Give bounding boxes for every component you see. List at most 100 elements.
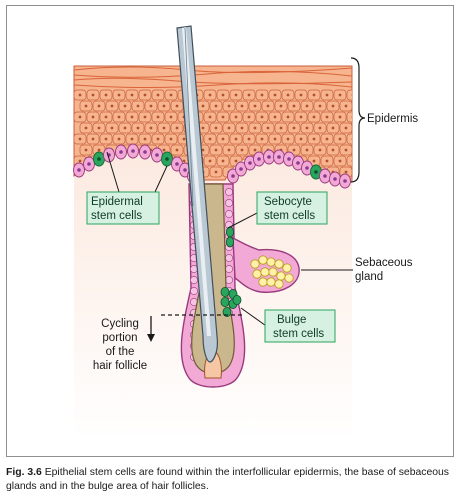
bulge-stem-cell	[220, 296, 230, 307]
cycling-arrow-head	[147, 334, 155, 342]
epidermal-nucleus	[325, 159, 329, 163]
epidermal-nucleus	[162, 148, 166, 152]
cycling-label-line2: portion	[102, 332, 137, 344]
epidermal-nucleus	[91, 115, 95, 119]
basal-nucleus	[87, 162, 91, 166]
figure-frame: Epidermis Epidermal stem cells Sebocyte …	[6, 5, 454, 457]
stem-cells	[220, 226, 242, 317]
epidermal-nucleus	[156, 137, 160, 141]
epidermal-nucleus	[338, 137, 342, 141]
sheath-cell-right	[225, 210, 233, 218]
epidermal-nucleus	[292, 148, 296, 152]
epidermis-label: Epidermis	[367, 113, 418, 125]
epidermal-nucleus	[84, 104, 88, 108]
basal-layer	[73, 143, 351, 189]
epidermal-nucleus	[240, 126, 244, 130]
sebocyte	[276, 271, 286, 281]
sebocyte	[252, 269, 262, 279]
epidermal-nucleus	[273, 93, 277, 97]
epidermal-nucleus	[325, 115, 329, 119]
epidermal-nucleus	[214, 104, 218, 108]
basal-nucleus	[119, 150, 123, 154]
sebaceous-gland-label-line1: Sebaceous	[355, 257, 413, 269]
epidermal-nucleus	[214, 126, 218, 130]
epidermal-nucleus	[299, 115, 303, 119]
epidermal-nucleus	[234, 115, 238, 119]
basal-nucleus	[257, 157, 261, 161]
epidermal-nucleus	[84, 148, 88, 152]
epidermal-nucleus	[312, 93, 316, 97]
epidermal-nucleus	[253, 104, 257, 108]
epidermal-nucleus	[169, 137, 173, 141]
epidermal-nucleus	[130, 93, 134, 97]
epidermal-nucleus	[312, 159, 316, 163]
basal-nucleus	[277, 155, 281, 159]
epidermal-nucleus	[331, 104, 335, 108]
epidermal-nucleus	[123, 126, 127, 130]
epidermal-nucleus	[266, 104, 270, 108]
epidermal-nucleus	[208, 115, 212, 119]
figure-number: Fig. 3.6	[6, 467, 42, 478]
epidermal-nucleus	[299, 93, 303, 97]
epidermal-nucleus	[247, 137, 251, 141]
sebocyte	[284, 273, 294, 283]
sebocyte	[268, 267, 278, 277]
epidermal-nucleus	[260, 115, 264, 119]
basal-nucleus	[175, 162, 179, 166]
sebocyte-stem-cells-label-line2: stem cells	[264, 210, 315, 222]
sebocyte	[250, 259, 260, 269]
epidermal-nucleus	[325, 93, 329, 97]
epidermal-cell	[346, 89, 352, 101]
epidermal-nucleus	[253, 148, 257, 152]
basal-nucleus	[97, 157, 101, 161]
epidermal-nucleus	[169, 93, 173, 97]
epidermal-nucleus	[221, 115, 225, 119]
epidermal-cell	[346, 111, 352, 123]
epidermal-nucleus	[117, 137, 121, 141]
epidermal-nucleus	[169, 115, 173, 119]
epidermal-nucleus	[325, 137, 329, 141]
basal-nucleus	[183, 168, 187, 172]
basal-nucleus	[248, 161, 252, 165]
epidermal-nucleus	[78, 93, 82, 97]
epidermal-nucleus	[149, 126, 153, 130]
epidermal-nucleus	[201, 104, 205, 108]
basal-nucleus	[131, 149, 135, 153]
epidermal-nucleus	[110, 126, 114, 130]
epidermal-nucleus	[97, 148, 101, 152]
epidermal-nucleus	[221, 159, 225, 163]
epidermal-nucleus	[208, 93, 212, 97]
basal-nucleus	[314, 170, 318, 174]
epidermal-nucleus	[273, 115, 277, 119]
epidermal-nucleus	[344, 170, 348, 174]
epidermal-nucleus	[253, 126, 257, 130]
bulge-stem-cell	[222, 306, 232, 317]
sebocyte	[274, 279, 284, 289]
epidermal-nucleus	[344, 104, 348, 108]
sebocyte	[266, 257, 276, 267]
cycling-portion-label: Cycling portion of the hair follicle	[93, 318, 147, 372]
epidermal-nucleus	[117, 115, 121, 119]
epidermal-nucleus	[227, 126, 231, 130]
epidermal-nucleus	[234, 93, 238, 97]
sebocytes	[250, 255, 294, 289]
epidermal-nucleus	[260, 137, 264, 141]
epidermal-nucleus	[227, 148, 231, 152]
bulge-stem-cells-box	[264, 309, 336, 343]
epidermal-nucleus	[110, 104, 114, 108]
epidermal-nucleus	[279, 126, 283, 130]
epidermal-nucleus	[123, 104, 127, 108]
basal-nucleus	[77, 168, 81, 172]
epidermal-stem-cells-label-line2: stem cells	[91, 210, 142, 222]
epidermal-nucleus	[338, 93, 342, 97]
sheath-cell-right	[225, 188, 233, 196]
sebocyte	[282, 263, 292, 273]
epidermal-nucleus	[104, 115, 108, 119]
epidermal-nucleus	[136, 126, 140, 130]
epidermal-nucleus	[338, 115, 342, 119]
cycling-label-line3: of the	[106, 346, 135, 358]
epidermal-nucleus	[97, 104, 101, 108]
epidermal-nucleus	[156, 115, 160, 119]
epidermal-nucleus	[143, 137, 147, 141]
leader-lines	[106, 151, 353, 329]
